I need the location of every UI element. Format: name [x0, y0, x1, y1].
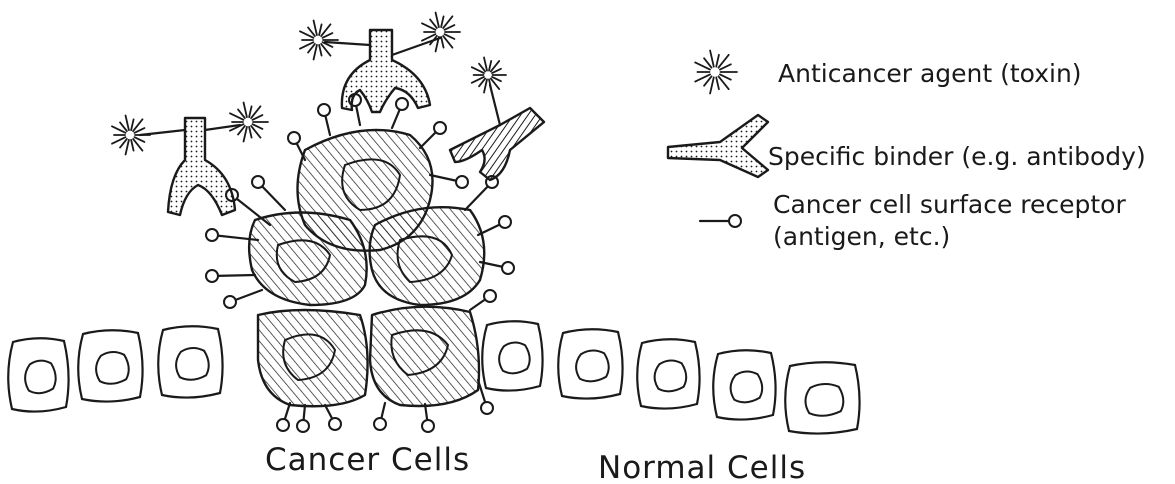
legend-receptor-label-line2: (antigen, etc.)	[773, 222, 950, 251]
toxin-icon	[472, 57, 506, 92]
normal-cell	[482, 321, 542, 390]
receptor	[252, 176, 285, 210]
cancer-cells-caption: Cancer Cells	[265, 442, 470, 478]
cancer-cell	[370, 307, 479, 406]
antibody	[168, 118, 235, 215]
normal-cell	[785, 362, 859, 433]
receptor	[277, 403, 290, 431]
legend: Anticancer agent (toxin) Specific binder…	[668, 51, 1146, 251]
cancer-cell	[370, 207, 485, 305]
normal-cell	[713, 350, 775, 419]
receptor	[325, 405, 341, 430]
receptor	[422, 404, 434, 432]
toxin-group	[112, 13, 506, 155]
normal-cell	[637, 339, 699, 408]
toxin-icon	[300, 21, 338, 60]
receptor	[374, 403, 386, 430]
receptor	[318, 104, 330, 135]
toxin-icon	[695, 51, 737, 94]
normal-cells-caption: Normal Cells	[598, 450, 806, 484]
receptor	[465, 176, 498, 210]
toxin-icon	[695, 51, 737, 94]
legend-receptor-label-line1: Cancer cell surface receptor	[773, 190, 1126, 219]
normal-cell	[8, 338, 68, 411]
receptor	[392, 98, 408, 128]
cancer-cell	[258, 310, 368, 406]
receptor	[420, 122, 446, 148]
receptor	[297, 405, 309, 432]
receptor	[470, 290, 496, 310]
normal-cell	[558, 329, 622, 398]
toxin-icon	[112, 116, 150, 155]
receptor	[288, 132, 305, 160]
legend-binder-label: Specific binder (e.g. antibody)	[768, 142, 1146, 171]
antibody-icon	[668, 115, 768, 177]
cancer-cell-cluster	[249, 130, 484, 406]
receptor	[430, 175, 468, 188]
receptor	[478, 216, 511, 235]
toxin-icon	[422, 13, 460, 52]
cancer-cell	[249, 213, 367, 306]
receptor	[224, 290, 262, 308]
antibody	[450, 108, 544, 180]
toxin-linker	[490, 85, 500, 125]
receptor-icon	[700, 215, 741, 227]
normal-cell	[158, 326, 222, 397]
toxin-icon	[230, 103, 268, 142]
normal-cell	[78, 330, 142, 401]
toxin-linker	[325, 42, 370, 45]
receptor	[480, 262, 514, 274]
legend-toxin-label: Anticancer agent (toxin)	[778, 59, 1082, 88]
receptor	[206, 270, 255, 282]
